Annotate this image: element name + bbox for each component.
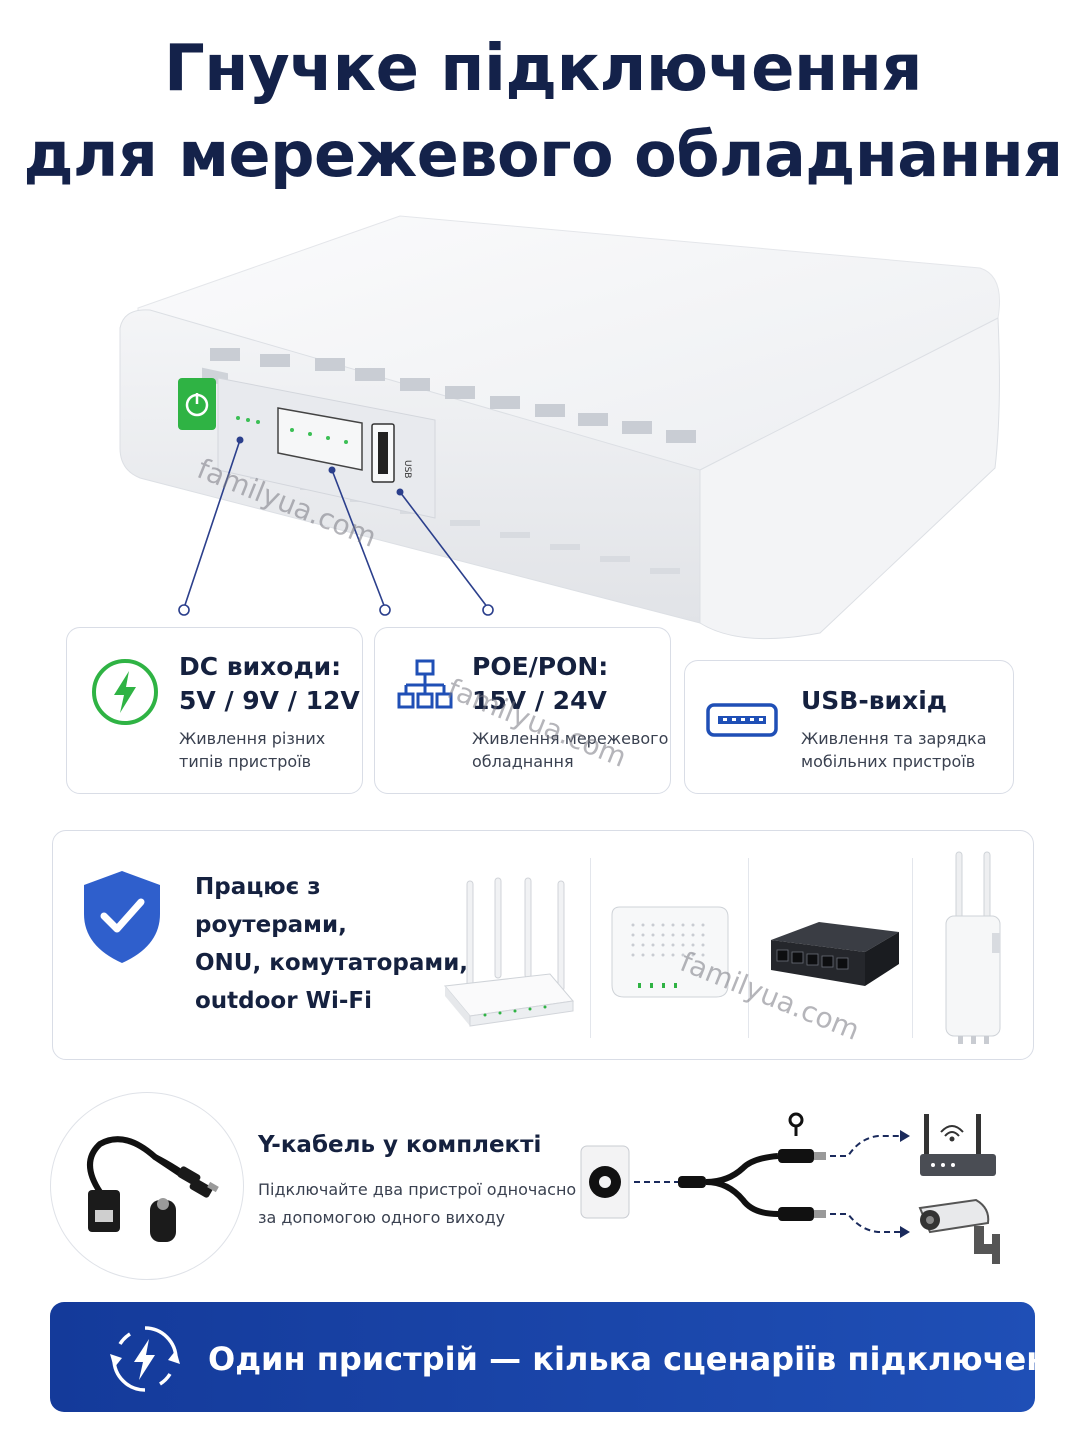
feature-card-dc — [66, 627, 363, 794]
compat-line-1: Працює з — [195, 874, 321, 900]
usb-port-label: USB — [402, 460, 412, 478]
lightning-icon — [92, 659, 158, 725]
shield-check-icon — [84, 871, 160, 963]
device-separator-2 — [748, 858, 749, 1038]
compat-line-3: ONU, комутаторами, — [195, 950, 469, 976]
feature-poe-desc-1: Живлення мережевого — [472, 729, 669, 748]
feature-dc-desc-1: Живлення різних — [179, 729, 326, 748]
feature-poe-desc-2: обладнання — [472, 752, 574, 771]
feature-card-poe — [374, 627, 671, 794]
feature-usb-title: USB-вихід — [801, 686, 947, 715]
feature-dc-title-1: DC виходи: — [179, 652, 342, 681]
network-icon — [397, 659, 453, 709]
y-cable-photo — [87, 1136, 219, 1242]
y-cable-connection-diagram — [580, 1112, 1000, 1264]
feature-dc-desc-2: типів пристроїв — [179, 752, 312, 771]
device-separator-1 — [590, 858, 591, 1038]
outdoor-wifi-image — [945, 851, 1001, 1044]
page-title-line-1: Гнучке підключення — [163, 32, 923, 106]
power-cycle-icon — [110, 1326, 180, 1392]
feature-poe-title-2: 15V / 24V — [472, 686, 607, 715]
switch-image — [771, 922, 899, 986]
bottom-banner — [50, 1302, 1035, 1412]
onu-image — [611, 906, 729, 998]
y-cable-description: Підключайте два пристрої одночасно за до… — [258, 1176, 576, 1232]
device-separator-3 — [912, 858, 913, 1038]
feature-dc-title-2: 5V / 9V / 12V — [179, 686, 360, 715]
y-cable-desc-1: Підключайте два пристрої одночасно — [258, 1180, 577, 1199]
router-image — [444, 877, 574, 1027]
page-title-line-2: для мережевого обладнання — [23, 118, 1063, 191]
banner-text: Один пристрій — кілька сценаріїв підключ… — [208, 1340, 1086, 1378]
y-cable-desc-2: за допомогою одного виходу — [258, 1208, 506, 1227]
compat-line-2: роутерами, — [195, 912, 347, 938]
y-cable-title: Y-кабель у комплекті — [258, 1132, 542, 1158]
compatibility-text: Працює з роутерами, ONU, комутаторами, o… — [195, 868, 468, 1020]
feature-card-usb — [684, 660, 1014, 794]
feature-poe-title-1: POE/PON: — [472, 652, 609, 681]
mini-ups-device-image: USB — [119, 215, 1000, 640]
feature-usb-desc-2: мобільних пристроїв — [801, 752, 976, 771]
usb-port-icon — [706, 703, 778, 737]
compat-line-4: outdoor Wi-Fi — [195, 988, 372, 1014]
feature-usb-desc-1: Живлення та зарядка — [801, 729, 987, 748]
